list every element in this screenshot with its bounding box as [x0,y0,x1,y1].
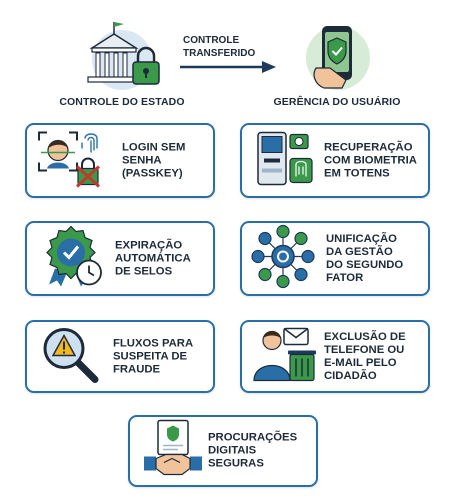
card-contact-deletion: EXCLUSÃO DE TELEFONE OU E-MAIL PELO CIDA… [240,320,430,393]
seal-clock-icon [41,224,105,293]
card-label: PROCURAÇÕES DIGITAIS SEGURAS [208,431,298,470]
card-label: LOGIN SEM SENHA (PASSKEY) [122,141,186,179]
kiosk-biometric-icon [252,128,316,193]
card-biometric-recovery: RECUPERAÇÃO COM BIOMETRIA EM TOTENS [240,123,430,198]
hub-network-icon [248,223,318,294]
face-fingerprint-lock-icon [35,128,105,193]
state-control-label: CONTROLE DO ESTADO [59,96,185,108]
transfer-arrow-icon [178,60,278,74]
user-trash-icon [252,324,318,389]
phone-shield-icon [306,26,370,90]
transfer-label: CONTROLE TRANSFERIDO [183,35,256,59]
magnifier-warning-icon [39,323,101,390]
card-fraud-flows: FLUXOS PARA SUSPEITA DE FRAUDE [25,320,215,393]
document-handshake-icon [142,419,204,484]
card-second-factor-unification: UNIFICAÇÃO DA GESTÃO DO SEGUNDO FATOR [240,221,430,296]
user-management-label: GERÊNCIA DO USUÁRIO [273,96,401,108]
user-control-illustration [294,18,384,92]
state-control-illustration [74,18,174,92]
card-seal-expiration: EXPIRAÇÃO AUTOMÁTICA DE SELOS [25,221,215,296]
card-digital-proxies: PROCURAÇÕES DIGITAIS SEGURAS [128,415,318,487]
card-label: UNIFICAÇÃO DA GESTÃO DO SEGUNDO FATOR [326,232,404,284]
card-passwordless-login: LOGIN SEM SENHA (PASSKEY) [25,123,215,198]
card-label: EXCLUSÃO DE TELEFONE OU E-MAIL PELO CIDA… [324,330,406,382]
card-label: FLUXOS PARA SUSPEITA DE FRAUDE [113,337,194,375]
government-building-lock-icon [87,22,160,90]
card-label: EXPIRAÇÃO AUTOMÁTICA DE SELOS [115,239,191,277]
card-label: RECUPERAÇÃO COM BIOMETRIA EM TOTENS [324,141,417,179]
